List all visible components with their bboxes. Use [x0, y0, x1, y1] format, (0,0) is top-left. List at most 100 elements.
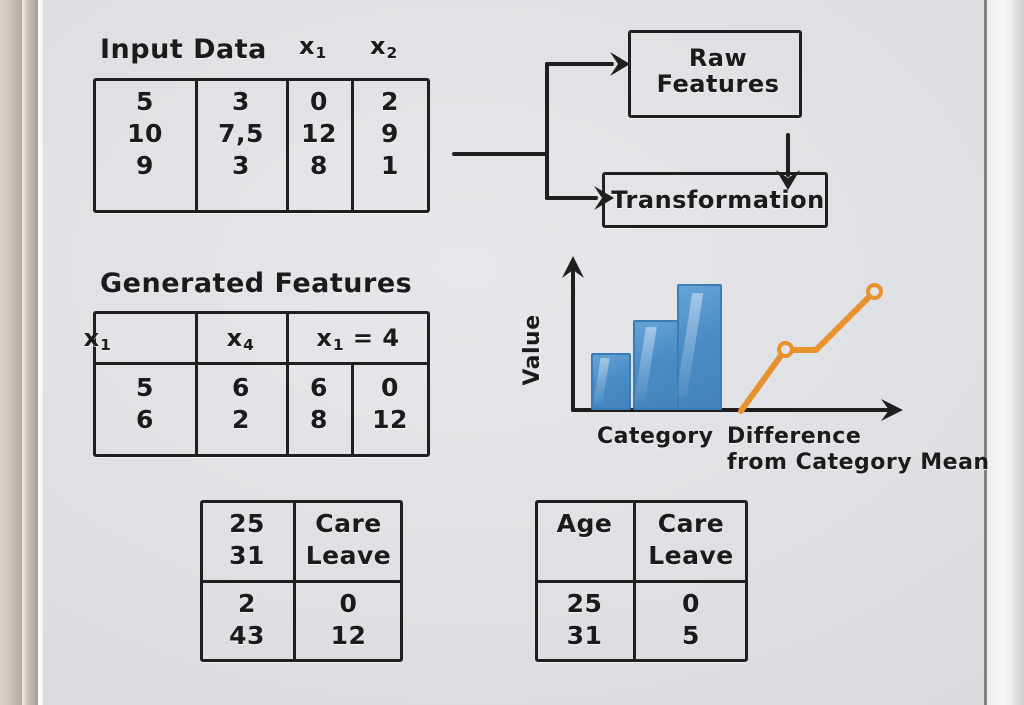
right-bottom-r1c0-line-1: 25 [566, 589, 603, 618]
generated-table-divider-2 [286, 313, 289, 455]
whiteboard-surface [43, 0, 984, 705]
chart-y-axis-arrowhead [562, 256, 584, 278]
left-bottom-cell-r0c1: Care Leave [296, 508, 401, 572]
generated-table-header-rule [95, 362, 428, 365]
input-table-column-1: 5 10 9 [100, 86, 190, 182]
generated-cell-r1c2: 8 [310, 405, 328, 434]
generated-header-x4-subscript: 4 [243, 336, 255, 355]
right-bottom-r1c0-line-2: 31 [566, 621, 603, 650]
flow-arrowhead-up [610, 52, 630, 76]
input-cell-r2c2: 8 [310, 151, 328, 180]
generated-header-x1-subscript: 1 [100, 336, 112, 355]
generated-cell-r1c0: 6 [136, 405, 154, 434]
chart-annotation-line-2: from Category Mean [727, 449, 990, 475]
generated-cell-r1c3: 12 [372, 405, 408, 434]
input-header-x2: x2 [370, 32, 398, 62]
chart-line-marker-1 [777, 341, 794, 358]
input-cell-r2c1: 3 [232, 151, 250, 180]
right-bottom-r1c1-line-1: 0 [682, 589, 700, 618]
input-table-divider-1 [195, 80, 198, 211]
right-bottom-cell-r0c0: Age [537, 508, 632, 540]
input-cell-r1c0: 10 [127, 119, 163, 148]
input-header-x2-subscript: 2 [386, 44, 398, 63]
input-cell-r2c0: 9 [136, 151, 154, 180]
frame-right-strip [987, 0, 1013, 705]
raw-features-line-2: Features [656, 69, 780, 98]
chart-axes-graphic [562, 256, 903, 421]
generated-header-x4-base: x [226, 324, 243, 352]
frame-left-highlight [38, 0, 43, 705]
generated-header-x1-base: x [83, 324, 100, 352]
generated-table-column-2: 6 2 [198, 372, 284, 436]
right-bottom-cell-r0c1: Care Leave [636, 508, 746, 572]
right-bottom-cell-r1c1: 0 5 [636, 588, 746, 652]
chart-line-series-graphic [738, 289, 877, 414]
input-header-x1: x1 [299, 32, 327, 62]
generated-table-divider-1 [195, 313, 198, 455]
input-data-table [93, 78, 430, 213]
input-header-x1-subscript: 1 [315, 44, 327, 63]
frame-left-outer [0, 0, 22, 705]
generated-cell-r0c1: 6 [232, 373, 250, 402]
chart-line-marker-2 [866, 283, 883, 300]
left-bottom-r0c1-line-2: Leave [305, 541, 392, 570]
generated-cell-r0c3: 0 [381, 373, 399, 402]
input-table-column-2: 3 7,5 3 [198, 86, 284, 182]
chart-x-axis-label: Category [597, 424, 714, 449]
right-bottom-header-age: Age [556, 509, 613, 538]
left-bottom-cell-r1c1: 0 12 [296, 588, 401, 652]
frame-left-inner [22, 0, 38, 705]
chart-difference-line [738, 289, 877, 414]
transformation-label: Transformation [611, 186, 825, 214]
generated-features-title: Generated Features [100, 268, 413, 299]
left-bottom-r1c1-line-1: 0 [339, 589, 358, 618]
generated-header-x1eq4-base: x [316, 324, 333, 352]
generated-table-divider-3 [351, 364, 354, 455]
right-bottom-table-header-rule [537, 580, 746, 583]
input-header-x1-base: x [299, 32, 315, 60]
chart-annotation-line-1: Difference [727, 424, 862, 449]
input-cell-r0c1: 3 [232, 87, 250, 116]
left-bottom-r0c0-line-2: 31 [229, 541, 265, 570]
left-bottom-cell-r0c0: 25 31 [202, 508, 292, 572]
left-bottom-r0c1-line-1: Care [315, 509, 382, 538]
generated-header-x1eq4-subscript: 1 [332, 336, 345, 355]
input-cell-r0c3: 2 [381, 87, 399, 116]
frame-right-edge-line [984, 0, 987, 705]
generated-cell-r0c2: 6 [310, 373, 328, 402]
input-cell-r0c0: 5 [136, 87, 154, 116]
right-bottom-r0c1-line-1: Care [657, 509, 725, 538]
input-data-title: Input Data [100, 34, 267, 65]
chart-x-axis-arrowhead [881, 399, 903, 421]
generated-header-x1: x1 [0, 324, 195, 354]
input-header-x2-base: x [370, 32, 386, 60]
flow-connector-graphic [452, 52, 800, 210]
input-cell-r1c1: 7,5 [218, 119, 264, 148]
input-table-column-3: 0 12 8 [289, 86, 349, 182]
right-bottom-cell-r1c0: 25 31 [537, 588, 632, 652]
chart-y-axis-label: Value [520, 314, 545, 386]
generated-header-x4: x4 [196, 324, 285, 354]
generated-features-table [93, 311, 430, 457]
left-bottom-r1c0-line-2: 43 [229, 621, 265, 650]
raw-features-line-1: Raw [688, 44, 748, 72]
chart-bar-1 [591, 353, 631, 410]
left-bottom-r1c1-line-2: 12 [330, 621, 367, 650]
input-cell-r0c2: 0 [310, 87, 328, 116]
input-cell-r1c2: 12 [301, 119, 337, 148]
chart-bar-3 [677, 284, 722, 410]
raw-features-box[interactable]: Raw Features [628, 30, 802, 118]
right-bottom-r0c1-line-2: Leave [648, 541, 734, 570]
input-table-column-4: 2 9 1 [354, 86, 426, 182]
generated-header-x1eq4-rest: = 4 [344, 324, 400, 352]
frame-right-outer [1013, 0, 1024, 705]
left-bottom-table-row-rule [202, 580, 401, 583]
right-bottom-table [535, 500, 748, 662]
input-cell-r2c3: 1 [381, 151, 399, 180]
left-bottom-r1c0-line-1: 2 [238, 589, 256, 618]
generated-header-x1-equals-4: x1 = 4 [288, 324, 428, 354]
left-bottom-r0c0-line-1: 25 [229, 509, 265, 538]
raw-features-label: Raw Features [631, 44, 805, 98]
transformation-box[interactable]: Transformation [602, 172, 828, 228]
generated-table-column-4: 0 12 [354, 372, 426, 436]
